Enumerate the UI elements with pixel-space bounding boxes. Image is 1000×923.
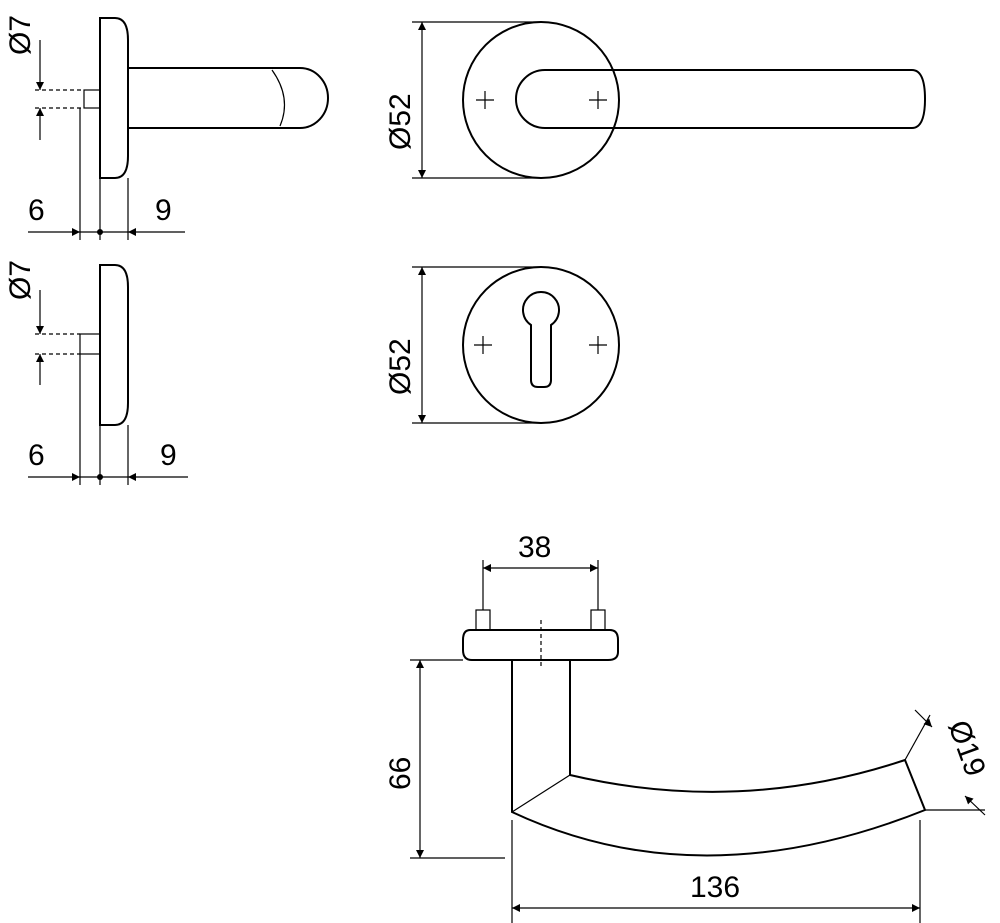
side-view-handle-rose: Ø7 6 9 — [4, 15, 329, 240]
side-view-escutcheon: Ø7 6 9 — [4, 260, 188, 485]
lever-plan-view: 38 66 136 Ø19 — [384, 531, 992, 923]
spindle-diameter-label: Ø7 — [4, 260, 37, 300]
screw-spacing-label: 38 — [518, 531, 551, 564]
front-view-handle: Ø52 — [384, 21, 927, 179]
spindle-diameter-label: Ø7 — [4, 15, 37, 55]
dimension-6: 6 — [28, 439, 45, 472]
dimension-9: 9 — [155, 194, 172, 227]
lever-length-label: 136 — [690, 871, 740, 904]
dimension-6: 6 — [28, 194, 45, 227]
rose-diameter-label: Ø52 — [384, 338, 417, 395]
grip-diameter-label: Ø19 — [941, 716, 991, 781]
front-view-escutcheon: Ø52 — [384, 266, 620, 424]
dimension-9: 9 — [160, 439, 177, 472]
rose-diameter-label: Ø52 — [384, 93, 417, 150]
lever-height-label: 66 — [384, 757, 417, 790]
